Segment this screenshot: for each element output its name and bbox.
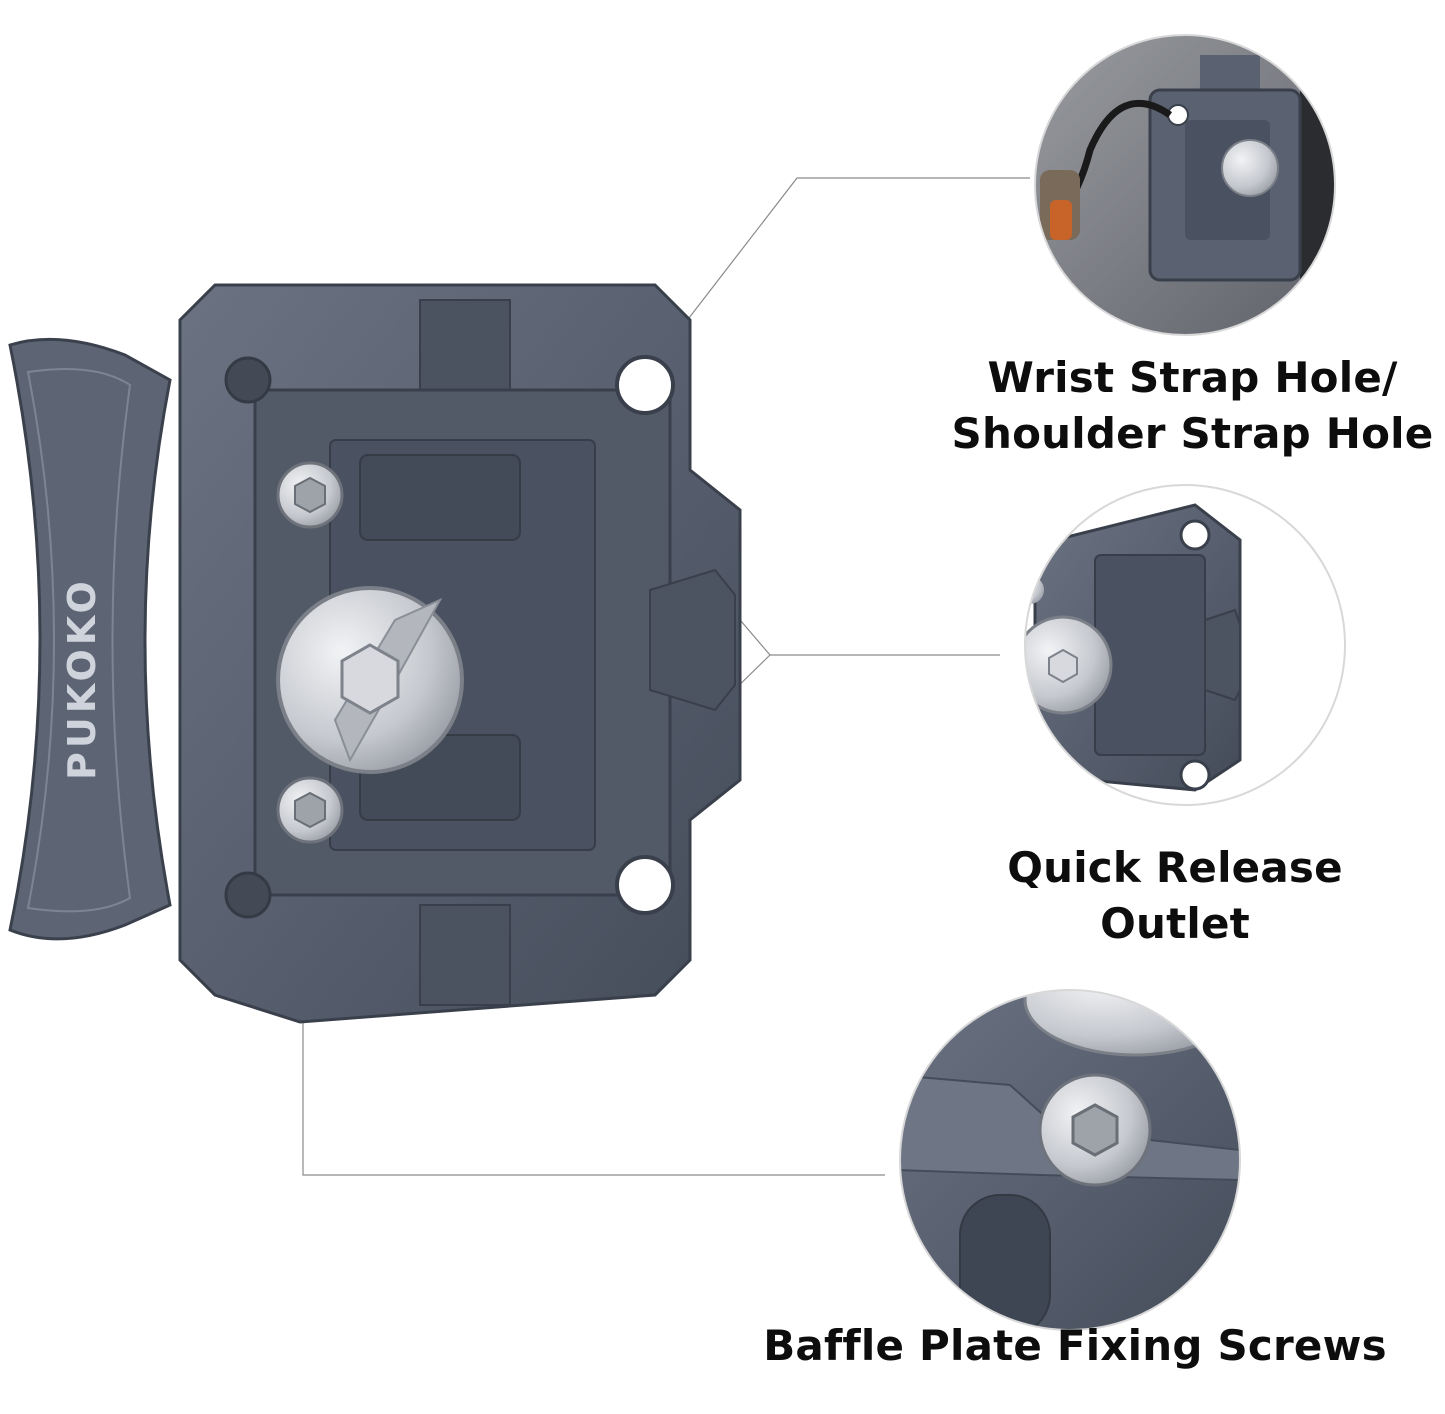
- callout-line: Outlet: [1100, 899, 1250, 948]
- callout-label-baffle-screws: Baffle Plate Fixing Screws: [745, 1318, 1405, 1374]
- callout-line: Shoulder Strap Hole: [951, 409, 1434, 458]
- callout-line: Baffle Plate Fixing Screws: [763, 1321, 1387, 1370]
- callout-line: Quick Release: [1007, 843, 1343, 892]
- detail-circle-baffle-screws: [899, 989, 1241, 1331]
- main-plate: [8, 283, 742, 1024]
- side-lever: [8, 337, 172, 941]
- callout-label-wrist-strap: Wrist Strap Hole/ Shoulder Strap Hole: [940, 350, 1445, 462]
- brand-logo: PUKOKO: [60, 577, 104, 780]
- callout-label-quick-release: Quick Release Outlet: [940, 840, 1410, 952]
- leader-line-wrist: [654, 177, 1030, 363]
- detail-circle-wrist-strap: [1034, 34, 1336, 336]
- detail-circle-quick-release: [1024, 484, 1346, 806]
- callout-line: Wrist Strap Hole/: [987, 353, 1398, 402]
